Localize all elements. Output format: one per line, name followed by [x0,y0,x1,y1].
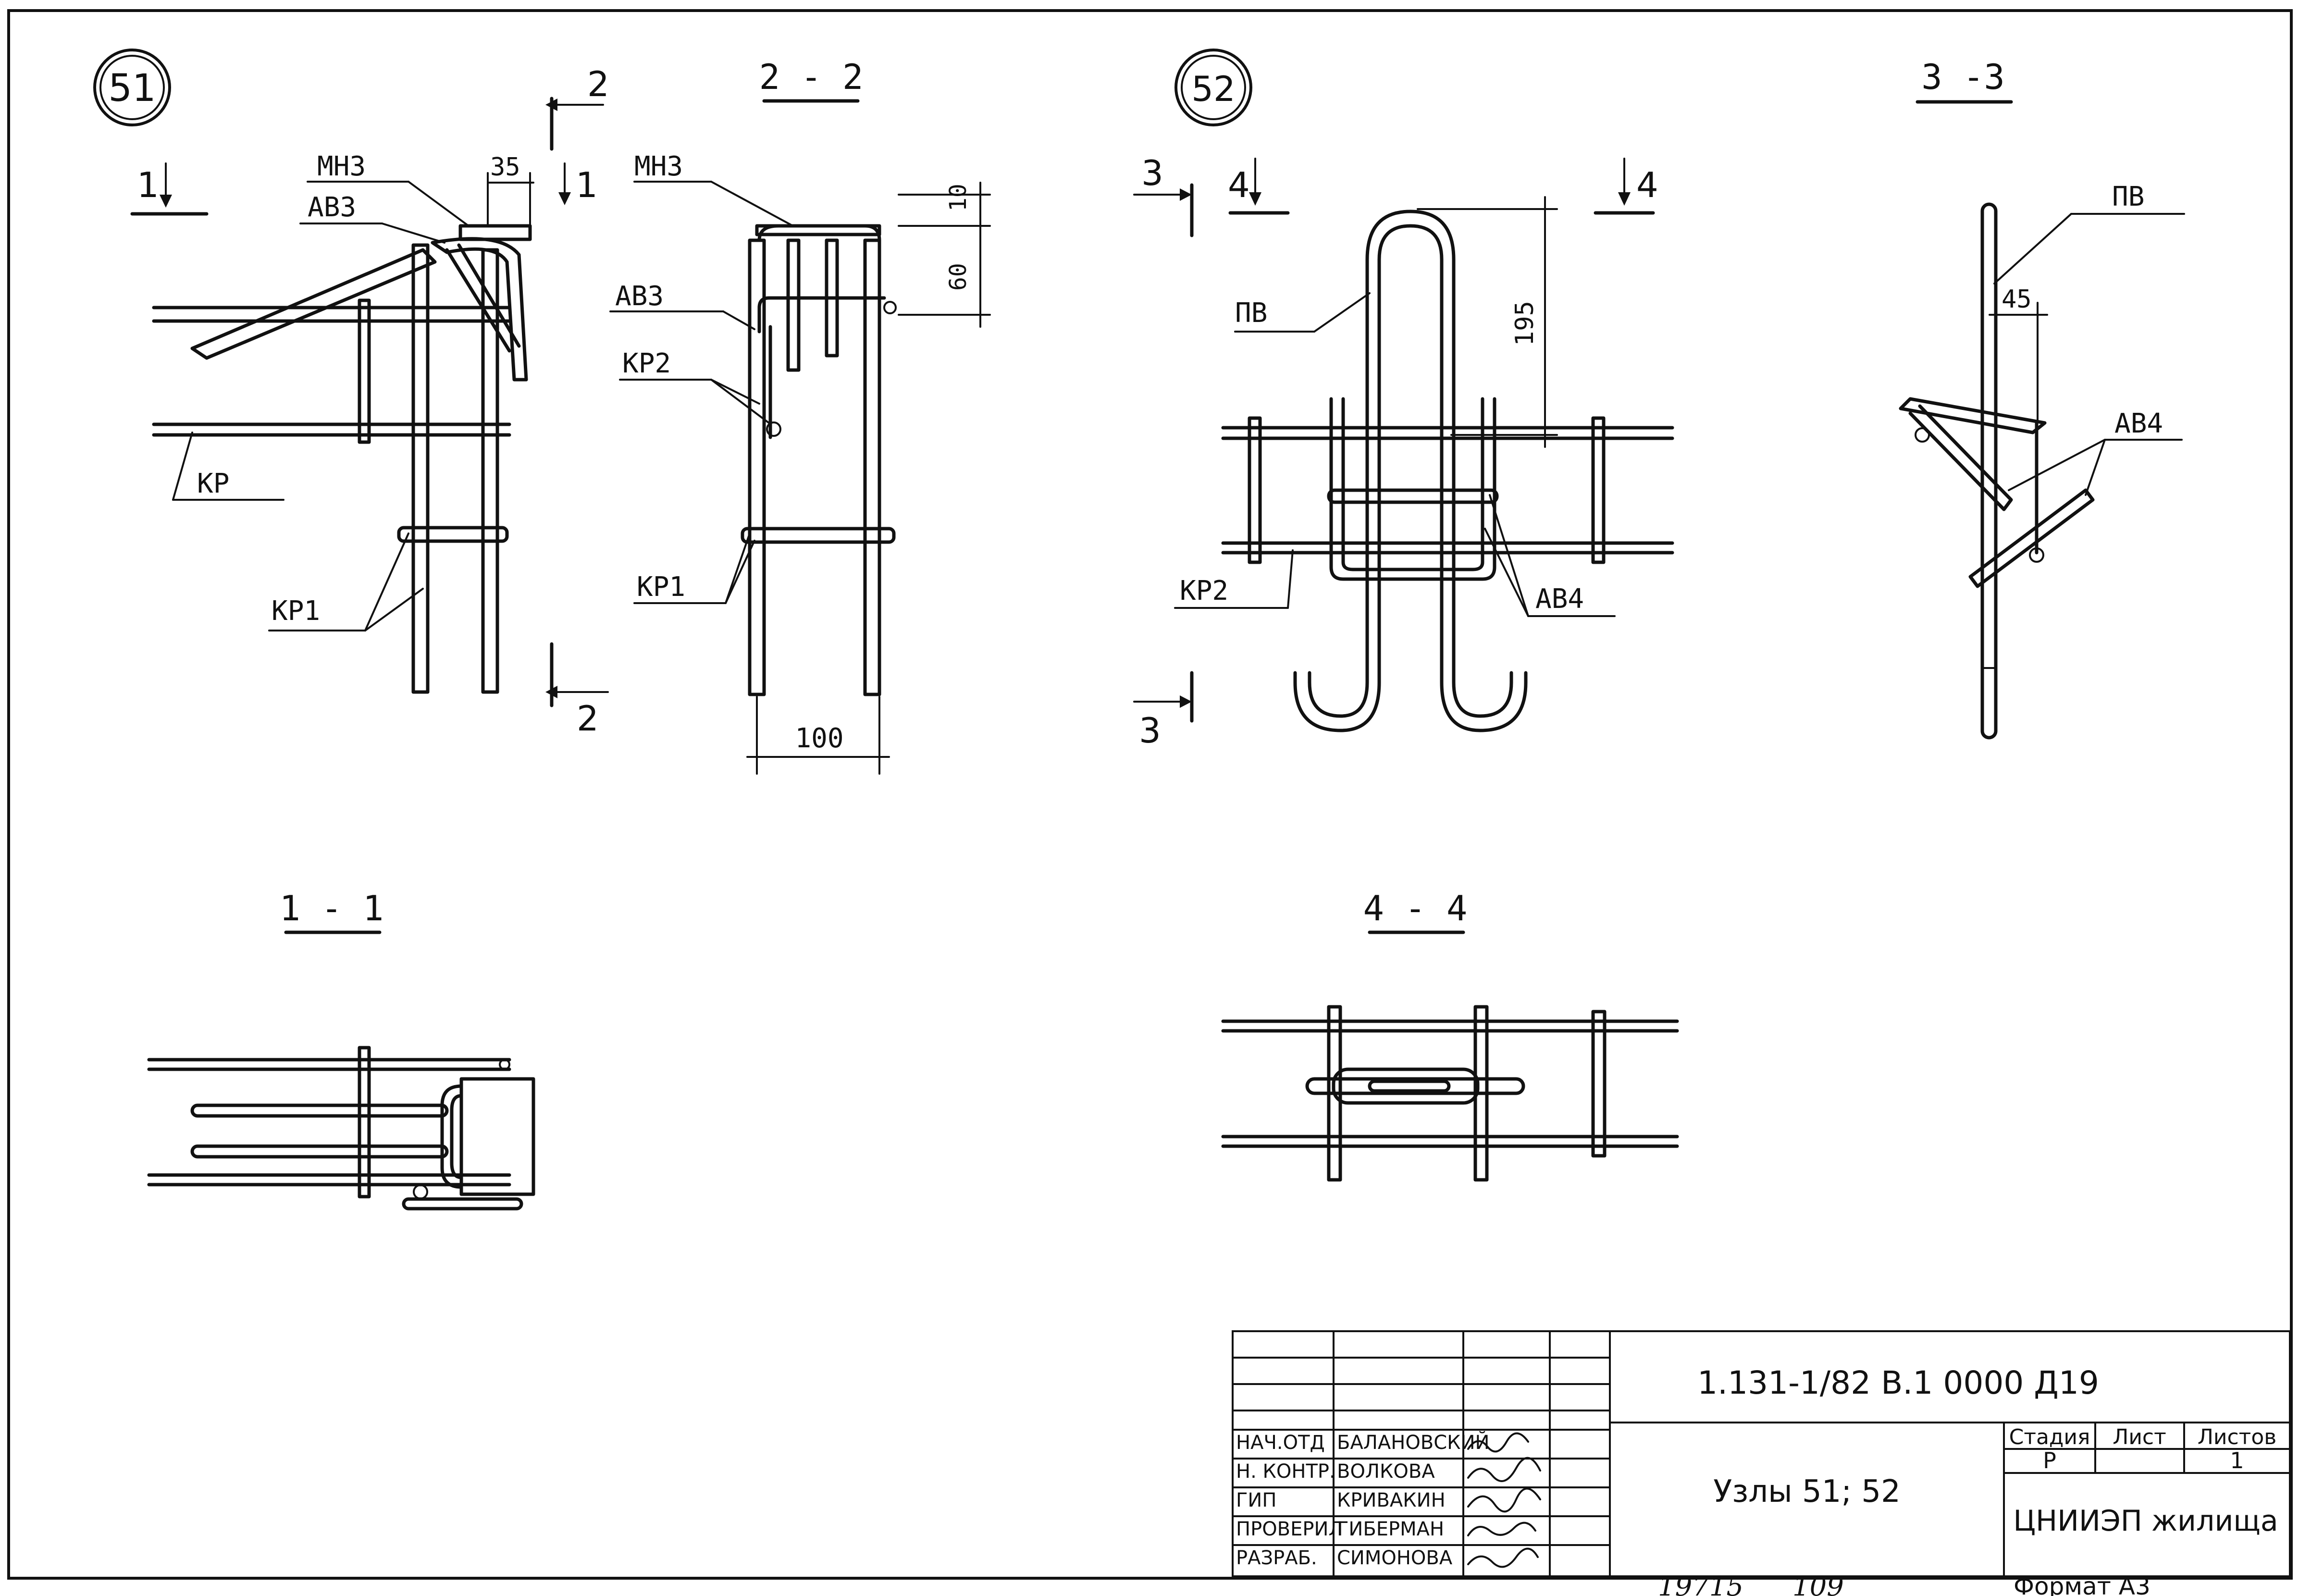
section-mark-2-bottom-label: 2 [577,698,599,739]
section-1-1-title: 1 - 1 [280,888,384,928]
section-4-4-title: 4 - 4 [1363,888,1468,928]
section-mark-4-right-label: 4 [1636,165,1658,205]
name-giberman: ГИБЕРМАН [1337,1518,1444,1540]
label-pv-52: ПВ [1235,297,1267,329]
section-3-3-title: 3 -3 [1921,57,2004,97]
sheet-border [7,9,2293,1580]
label-kr2-52: КР2 [1180,575,1228,606]
node-51-label: 51 [108,67,156,110]
col-sheet: Лист [2113,1425,2166,1449]
signature-1 [1467,1432,1529,1453]
role-n-kontr: Н. КОНТР. [1236,1460,1335,1483]
role-gip: ГИП [1236,1489,1276,1511]
label-mn3-22: МН3 [634,151,683,182]
dim-100: 100 [795,723,843,754]
section-mark-2-top: 2 [545,64,609,151]
label-mn3-51: МН3 [317,151,366,182]
label-pv-33: ПВ [2112,181,2144,212]
label-kr2-22: КР2 [622,348,671,379]
section-mark-1-left-label: 1 [137,165,159,205]
dim-45: 45 [2002,285,2032,314]
section-mark-4-left: 4 [1228,158,1290,215]
section-1-1: 1 - 1 [147,888,535,1211]
footer-number-1: 19715 [1658,1571,1743,1596]
dim-10: 10 [945,184,972,211]
title-block: 1.131-1/82 В.1 0000 Д19 Узлы 51; 52 ЦНИИ… [1232,1330,2291,1577]
dim-60: 60 [945,263,972,291]
section-mark-4-left-label: 4 [1228,165,1250,205]
col-sheets: Листов [2198,1425,2276,1449]
role-proveril: ПРОВЕРИЛ [1236,1518,1343,1540]
signature-2 [1467,1457,1541,1482]
name-simonova: СИМОНОВА [1337,1547,1453,1569]
section-2-2-title: 2 - 2 [759,57,864,97]
section-mark-2-bottom: 2 [545,642,609,739]
node-52-marker: 52 [1174,49,1252,126]
label-kr1-22: КР1 [637,571,685,603]
label-av4-52: АВ4 [1535,583,1584,615]
section-mark-3-bottom-label: 3 [1139,710,1161,751]
name-volkova: ВОЛКОВА [1337,1460,1435,1483]
doc-code: 1.131-1/82 В.1 0000 Д19 [1697,1364,2099,1401]
dim-35: 35 [490,153,520,182]
node-51-marker: 51 [93,49,171,126]
stage-value: Р [2043,1448,2056,1473]
name-balanovsky: БАЛАНОВСКИЙ [1337,1431,1489,1454]
signature-3 [1467,1487,1541,1513]
section-mark-3-top: 3 [1133,153,1194,237]
signature-4 [1467,1522,1536,1536]
node-51-elevation [152,224,532,694]
section-mark-3-bottom: 3 [1133,671,1194,751]
node-52-label: 52 [1191,69,1236,109]
col-stage: Стадия [2009,1425,2090,1449]
dim-195: 195 [1510,301,1539,346]
label-av4-33: АВ4 [2114,408,2163,439]
section-mark-2-top-label: 2 [587,64,609,104]
footer-format: Формат А3 [2014,1572,2151,1596]
node-51-leaders: МН3 АВ3 КР КР1 35 [172,151,534,631]
section-3-3: 3 -3 ПВ АВ4 45 [1899,57,2185,740]
role-razrab: РАЗРАБ. [1236,1547,1317,1569]
node-52-elevation: ПВ КР2 АВ4 195 [1174,196,1674,732]
sheets-value: 1 [2230,1448,2244,1473]
role-nach-otd: НАЧ.ОТД [1236,1432,1325,1454]
section-mark-1-right: 1 [558,162,598,205]
drawing-title: Узлы 51; 52 [1713,1474,1901,1509]
section-mark-1-left: 1 [130,162,209,216]
section-mark-3-top-label: 3 [1141,153,1163,193]
section-mark-1-right-label: 1 [576,165,598,205]
label-kr1-51: КР1 [272,595,320,627]
label-av3-51: АВ3 [308,192,356,223]
name-krivakin: КРИВАКИН [1337,1489,1446,1511]
section-2-2: 2 - 2 МН3 АВ3 КР2 КР1 10 60 [609,57,991,775]
signature-5 [1467,1547,1539,1568]
label-av3-22: АВ3 [615,281,664,312]
section-mark-4-right: 4 [1594,158,1658,215]
section-4-4: 4 - 4 [1221,888,1679,1182]
organization: ЦНИИЭП жилища [2013,1504,2278,1538]
footer-number-2: 109 [1792,1571,1844,1596]
label-kr-51: КР [197,468,229,499]
